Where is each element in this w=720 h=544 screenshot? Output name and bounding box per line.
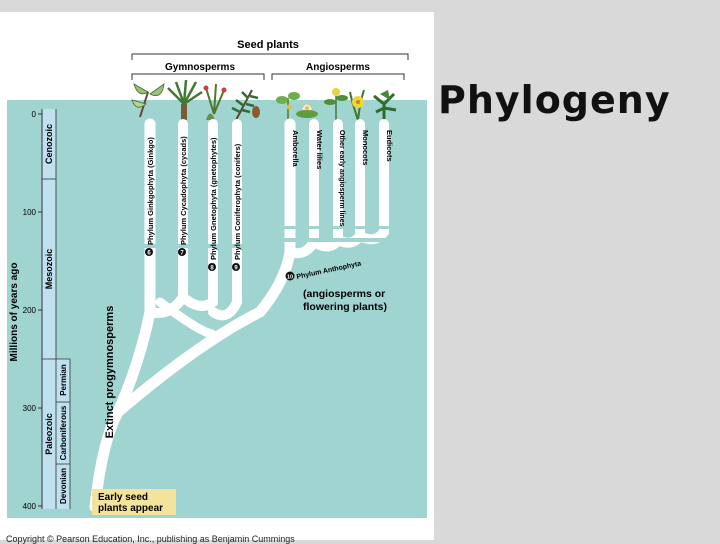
era-column — [42, 109, 56, 509]
phylum-name: Phylum Cycadophyta (cycads) — [179, 136, 188, 245]
phylum-label-cycadophyta: 7 Phylum Cycadophyta (cycads) — [178, 136, 188, 257]
era-cenozoic: Cenozoic — [44, 124, 54, 164]
diagram-panel: 0 100 200 300 400 Millions of years ago … — [0, 12, 434, 544]
period-permian: Permian — [59, 364, 68, 396]
era-mesozoic: Mesozoic — [44, 249, 54, 290]
extinct-progymnosperms-label: Extinct progymnosperms — [104, 306, 116, 439]
phylum-label-gnetophyta: 8 Phylum Gnetophyta (gnetophytes) — [208, 137, 218, 272]
lineage-label: Other early angiosperm lines — [338, 130, 345, 227]
phylum-name: Phylum Coniferophyta (conifers) — [233, 143, 242, 260]
seed-plants-bracket — [131, 53, 409, 60]
early-seed-callout — [92, 489, 176, 515]
tick-label: 200 — [23, 306, 37, 315]
eudicot-plant-icon — [373, 90, 397, 120]
early-angiosperm-plant-icon — [324, 88, 348, 120]
tick-label: 0 — [32, 110, 37, 119]
tick-label: 300 — [23, 404, 37, 413]
era-paleozoic: Paleozoic — [44, 413, 54, 455]
slide-title: Phylogeny — [438, 78, 671, 122]
tick-label: 100 — [23, 208, 37, 217]
phylogeny-diagram: 0 100 200 300 400 Millions of years ago … — [7, 39, 427, 518]
phylum-number: 8 — [210, 266, 214, 272]
phylogeny-branches — [89, 118, 389, 513]
phylum-name: Phylum Ginkgophyta (Ginkgo) — [146, 137, 155, 245]
cycad-plant-icon — [167, 79, 203, 120]
branch-dashes — [140, 226, 396, 248]
phylum-label-ginkgophyta: 6 Phylum Ginkgophyta (Ginkgo) — [145, 137, 155, 257]
lineage-label: Eudicots — [385, 130, 394, 162]
angiosperm-note-line1: (angiosperms or — [303, 288, 385, 300]
lineage-label: Water lilies — [315, 130, 324, 169]
header-seed-plants: Seed plants — [237, 39, 299, 51]
axis-label: Millions of years ago — [9, 263, 20, 362]
period-column — [56, 359, 70, 509]
angiosperm-note-line2: flowering plants) — [303, 301, 387, 313]
gnetophyte-plant-icon — [203, 83, 227, 120]
header-gymnosperms: Gymnosperms — [165, 62, 235, 73]
period-devonian: Devonian — [59, 468, 68, 504]
conifer-plant-icon — [231, 89, 260, 121]
tick-marks — [38, 113, 42, 507]
period-carboniferous: Carboniferous — [59, 405, 68, 460]
amborella-plant-icon — [276, 92, 300, 120]
water-lily-plant-icon — [296, 103, 318, 118]
early-seed-line1: Early seed — [98, 492, 148, 503]
phylum-number: 7 — [180, 251, 184, 257]
ginkgo-plant-icon — [131, 83, 165, 118]
phylum-number: 6 — [147, 251, 151, 257]
lineage-label: Monocots — [361, 130, 370, 165]
phylum-number: 10 — [287, 275, 293, 281]
lineage-label: Amborella — [291, 130, 300, 168]
header-angiosperms: Angiosperms — [306, 62, 370, 73]
copyright-notice: Copyright © Pearson Education, Inc., pub… — [6, 534, 295, 544]
phylum-number: 9 — [234, 266, 238, 272]
tick-label: 400 — [23, 502, 37, 511]
monocot-plant-icon — [349, 89, 365, 121]
gymnosperms-bracket — [131, 73, 265, 80]
phylum-name: Phylum Gnetophyta (gnetophytes) — [209, 137, 218, 260]
early-seed-line2: plants appear — [98, 503, 163, 514]
angiosperms-bracket — [271, 73, 405, 80]
phylum-label-coniferophyta: 9 Phylum Coniferophyta (conifers) — [232, 143, 242, 272]
